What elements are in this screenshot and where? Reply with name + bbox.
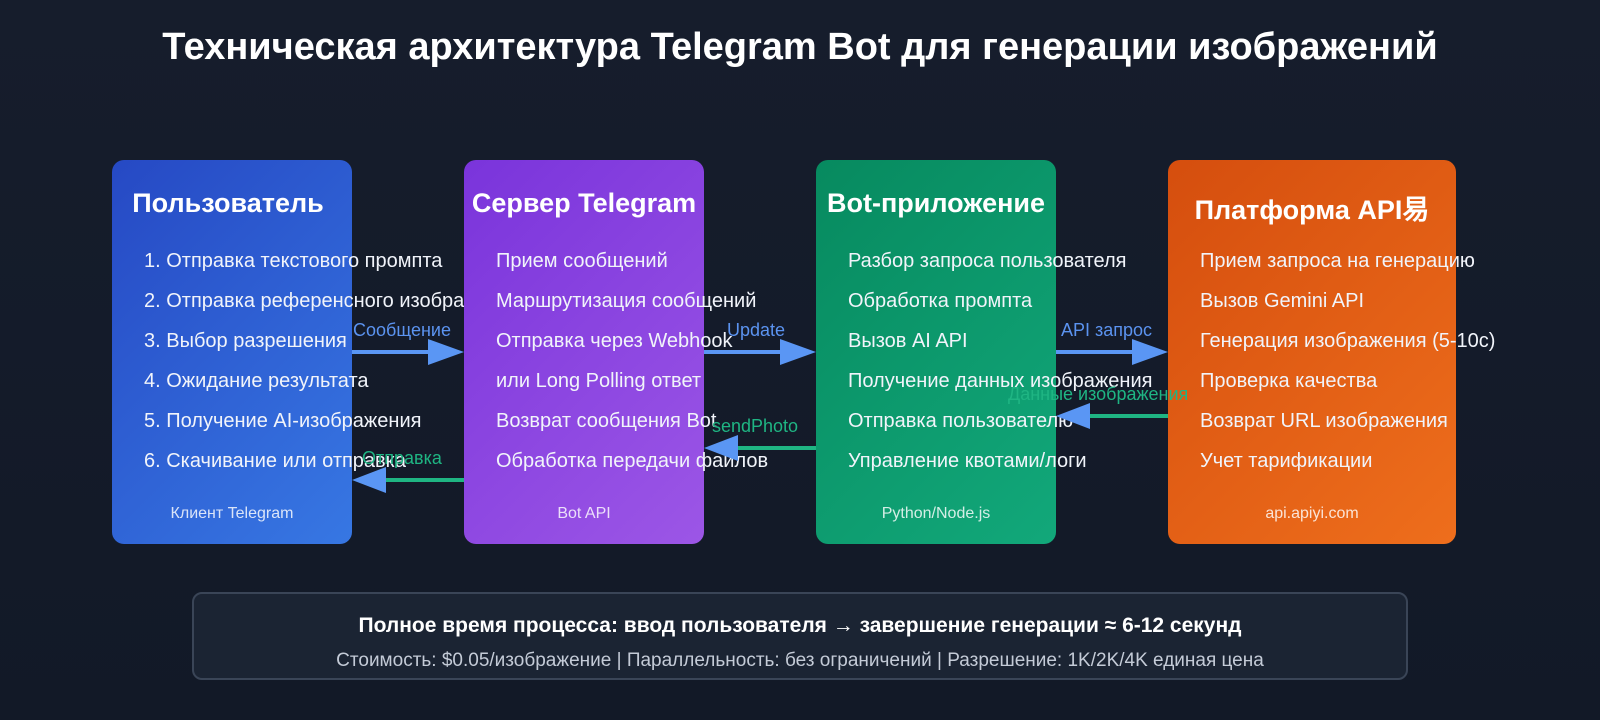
list-item: 2. Отправка референсного изображения: [144, 290, 522, 312]
api-platform-box-list: Прием запроса на генерацию Вызов Gemini …: [1200, 249, 1495, 489]
api-platform-box: Платформа API易 Прием запроса на генераци…: [1168, 160, 1495, 544]
telegram-server-box-title: Сервер Telegram: [471, 188, 697, 218]
list-item: Проверка качества: [1200, 370, 1378, 392]
api-request-arrow-label: API запрос: [1061, 320, 1153, 340]
message-arrow-label: Сообщение: [353, 320, 451, 340]
user-box-title: Пользователь: [132, 188, 324, 218]
user-box-footer: Клиент Telegram: [170, 505, 294, 522]
list-item: Управление квотами/логи: [848, 450, 1087, 472]
image-data-arrow-label: Данные изображения: [1008, 384, 1189, 404]
list-item: Возврат URL изображения: [1200, 410, 1448, 432]
update-arrow-label: Update: [727, 320, 786, 340]
list-item: 6. Скачивание или отправка: [144, 450, 406, 472]
list-item: Прием сообщений: [496, 250, 668, 272]
bot-app-box-title: Bot-приложение: [826, 188, 1046, 218]
list-item: или Long Polling ответ: [496, 370, 702, 392]
list-item: Отправка через Webhook: [496, 330, 733, 352]
list-item: 4. Ожидание результата: [144, 370, 369, 392]
user-box: Пользователь 1. Отправка текстового пром…: [112, 160, 522, 544]
page-title: Техническая архитектура Telegram Bot для…: [162, 26, 1438, 68]
bot-app-box-list: Разбор запроса пользователя Обработка пр…: [848, 249, 1152, 489]
list-item: 3. Выбор разрешения: [144, 330, 347, 352]
list-item: Вызов Gemini API: [1200, 290, 1365, 312]
list-item: 5. Получение AI-изображения: [144, 410, 422, 432]
summary-main-text: Полное время процесса: ввод пользователя…: [358, 614, 1242, 637]
list-item: Разбор запроса пользователя: [848, 250, 1127, 272]
list-item: 1. Отправка текстового промпта: [144, 250, 443, 272]
send-photo-arrow-label: sendPhoto: [712, 416, 799, 436]
summary-panel: Полное время процесса: ввод пользователя…: [192, 592, 1408, 680]
bot-app-box-footer: Python/Node.js: [881, 505, 991, 522]
list-item: Отправка пользователю: [848, 410, 1074, 432]
telegram-server-box-footer: Bot API: [557, 505, 611, 522]
bot-app-box: Bot-приложение Разбор запроса пользовате…: [816, 160, 1152, 544]
list-item: Прием запроса на генерацию: [1200, 250, 1475, 272]
telegram-server-box: Сервер Telegram Прием сообщений Маршрути…: [464, 160, 768, 544]
list-item: Возврат сообщения Bot: [496, 410, 717, 432]
sending-arrow-label: Отправка: [362, 448, 442, 468]
api-platform-box-footer: api.apiyi.com: [1265, 505, 1359, 522]
api-platform-box-title: Платформа API易: [1194, 195, 1430, 225]
list-item: Учет тарификации: [1200, 450, 1373, 472]
list-item: Вызов AI API: [848, 330, 968, 352]
telegram-server-box-list: Прием сообщений Маршрутизация сообщений …: [496, 249, 768, 489]
user-box-list: 1. Отправка текстового промпта 2. Отправ…: [144, 249, 522, 489]
summary-sub-text: Стоимость: $0.05/изображение | Параллель…: [336, 650, 1264, 671]
list-item: Обработка промпта: [848, 290, 1033, 312]
list-item: Получение данных изображения: [848, 370, 1153, 392]
list-item: Генерация изображения (5-10с): [1200, 330, 1496, 352]
list-item: Маршрутизация сообщений: [496, 290, 757, 312]
list-item: Обработка передачи файлов: [496, 450, 769, 472]
